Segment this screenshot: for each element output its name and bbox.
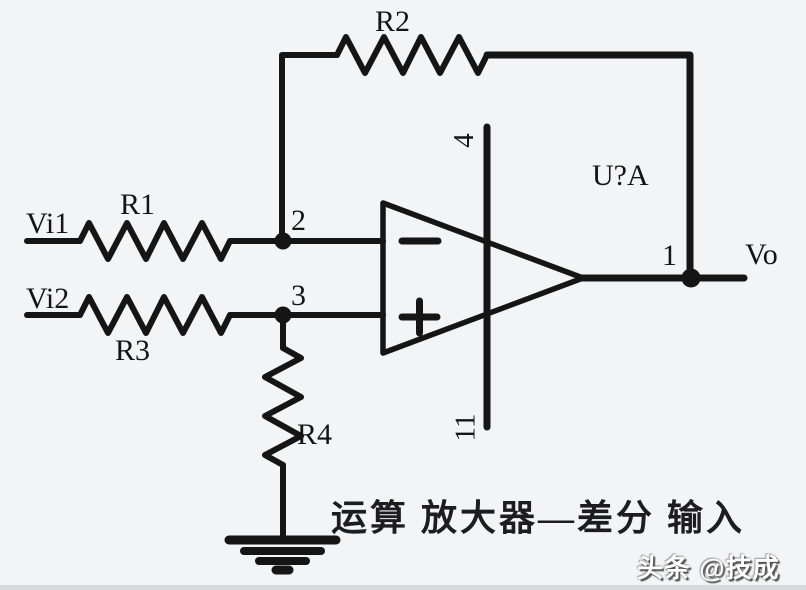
opamp-pin1-label: 1 [662, 239, 677, 272]
watermark-text: 头条 @技成培训 [637, 553, 780, 583]
plus-icon [398, 297, 441, 337]
ground-icon [224, 535, 341, 575]
feedback-wire-right [483, 51, 694, 278]
opamp-designator-label: U?A [592, 159, 649, 192]
resistor-r1 [77, 220, 233, 262]
junction-node-3 [274, 306, 292, 324]
resistor-r3-label: R3 [115, 334, 151, 367]
output-vo-label: Vo [745, 238, 778, 271]
resistor-r2-label: R2 [375, 5, 411, 38]
opamp-triangle [380, 200, 586, 356]
bottom-edge-strip [0, 585, 806, 590]
resistor-r2 [334, 34, 490, 76]
junction-node-1 [681, 268, 701, 288]
resistor-r3 [77, 294, 233, 336]
diagram-caption: 运算 放大器—差分 输入 [331, 498, 746, 538]
input-vi1-label: Vi1 [26, 207, 70, 240]
resistor-r1-label: R1 [120, 188, 156, 221]
opamp-pin2-label: 2 [291, 204, 306, 237]
input-vi2-label: Vi2 [26, 282, 70, 315]
resistor-r4-label: R4 [297, 418, 333, 451]
junction-node-2 [274, 232, 292, 250]
opamp-pin11-label: 11 [449, 413, 482, 441]
opamp-pin4-label: 4 [447, 132, 480, 148]
feedback-wire-left [279, 52, 340, 244]
resistor-r4 [262, 345, 304, 468]
opamp-pin3-label: 3 [291, 279, 306, 312]
